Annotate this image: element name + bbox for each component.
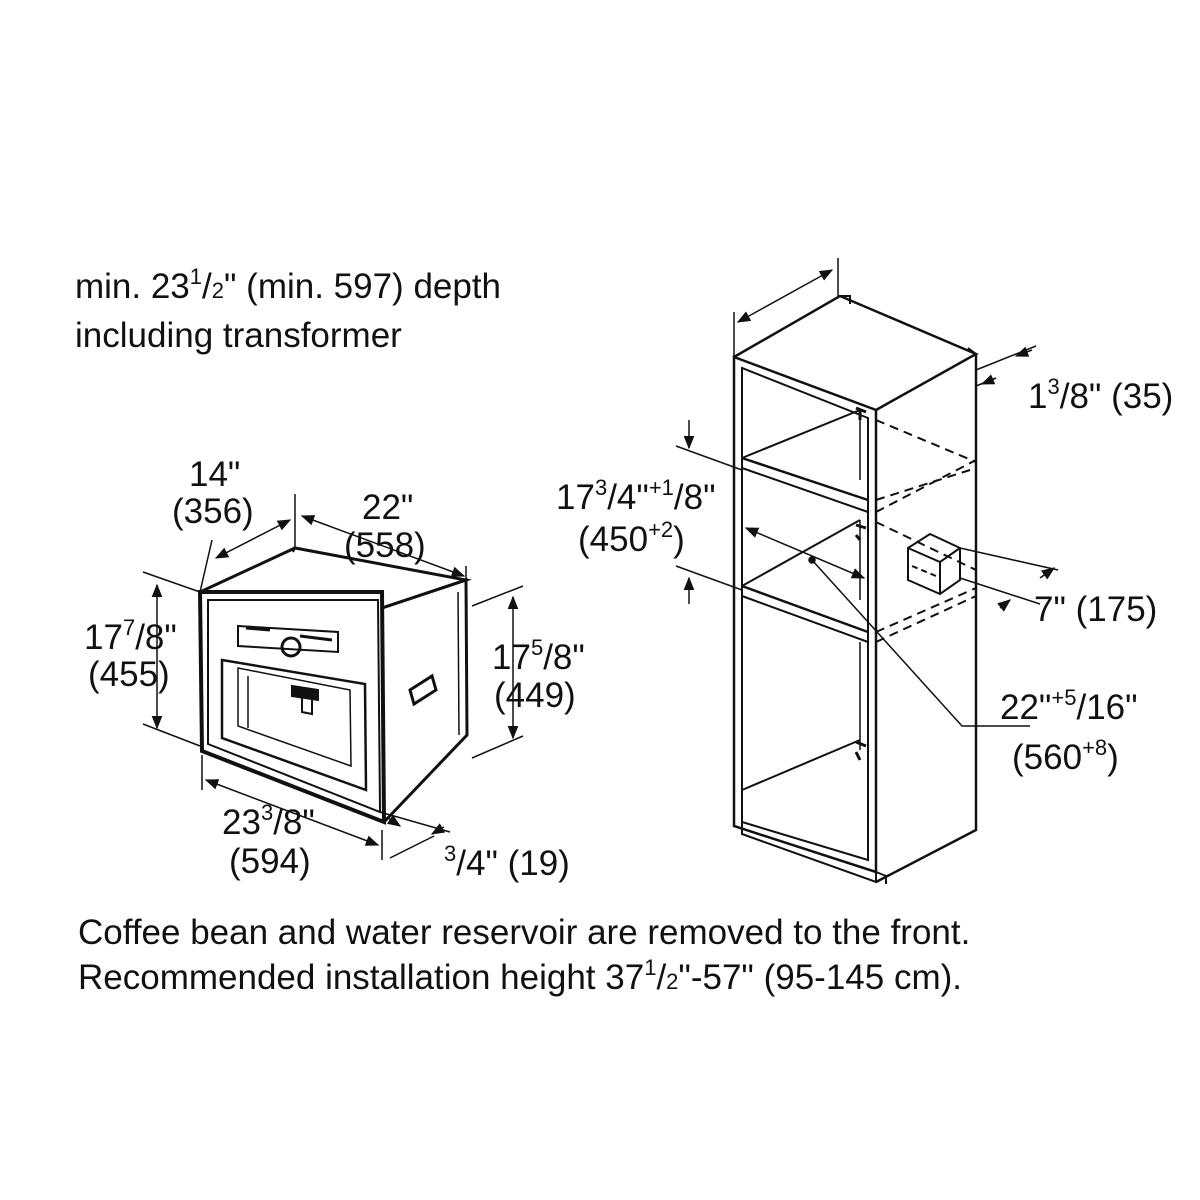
- niche-height-tol-den: 8": [683, 478, 716, 517]
- appliance-front-width-in: 233/8": [222, 802, 315, 842]
- bottom-note-line2: Recommended installation height 371/2"-5…: [78, 955, 970, 1004]
- front-depth-num: 3: [444, 841, 457, 866]
- bottom-note-slash: /: [656, 958, 667, 997]
- bottom-note-line1: Coffee bean and water reservoir are remo…: [78, 913, 971, 952]
- appliance-drawing: [197, 546, 472, 825]
- cabinet-top-offset: 13/8" (35): [1028, 376, 1174, 416]
- cabinet-niche-width-in: 22"+5/16": [1000, 687, 1138, 727]
- niche-height-mm-tol: +2: [648, 517, 674, 542]
- niche-width-whole: 22": [1000, 688, 1052, 727]
- cabinet-niche-height-mm: (450+2): [578, 519, 685, 559]
- bottom-note-text-a: Recommended installation height 37: [78, 958, 645, 997]
- niche-height-mm-close: ): [673, 520, 685, 559]
- cabinet-drawing: [732, 294, 979, 884]
- niche-width-tol-den: 16": [1086, 688, 1138, 727]
- niche-height-whole: 17: [556, 478, 595, 517]
- front-height-whole: 17: [84, 618, 123, 657]
- depth-note-line2: including transformer: [75, 316, 402, 355]
- niche-width-mm-value: (560: [1012, 738, 1083, 777]
- appliance-front-depth: 3/4" (19): [444, 843, 570, 883]
- front-width-den: 8": [282, 803, 315, 842]
- niche-height-slash: /: [607, 478, 617, 517]
- niche-height-tol-num: +1: [648, 475, 674, 500]
- depth-note-sup: 1: [189, 264, 203, 289]
- niche-height-mm-value: (450: [578, 520, 649, 559]
- body-height-slash: /: [543, 638, 553, 677]
- front-height-num: 7: [122, 615, 136, 640]
- appliance-front-height-mm: (455): [88, 655, 170, 694]
- depth-note-text-d: " (min. 597) depth: [224, 267, 502, 306]
- appliance-body-height-in: 175/8": [492, 637, 585, 677]
- niche-height-den: 4": [616, 478, 649, 517]
- depth-note-slash: /: [202, 267, 212, 306]
- appliance-front-width-mm: (594): [229, 842, 311, 881]
- niche-width-mm-close: ): [1107, 738, 1119, 777]
- front-height-slash: /: [135, 618, 145, 657]
- front-depth-rest: 4" (19): [465, 844, 570, 883]
- appliance-width-mm: (558): [344, 526, 426, 565]
- top-offset-slash: /: [1059, 377, 1070, 416]
- body-height-whole: 17: [492, 638, 531, 677]
- appliance-body-height-mm: (449): [494, 676, 576, 715]
- bottom-note-den: 2: [666, 969, 679, 994]
- front-width-slash: /: [273, 803, 283, 842]
- front-depth-slash: /: [456, 844, 466, 883]
- top-offset-rest: 8" (35): [1069, 377, 1174, 416]
- appliance-depth-in: 14": [189, 455, 241, 494]
- top-offset-whole: 1: [1028, 377, 1048, 416]
- depth-note-line1: min. 231/2" (min. 597) depth: [75, 264, 501, 313]
- appliance-width-in: 22": [362, 488, 414, 527]
- front-width-whole: 23: [222, 803, 261, 842]
- cabinet-transformer-offset: 7" (175): [1034, 590, 1158, 629]
- front-height-den: 8": [144, 618, 177, 657]
- niche-width-tol-num: +5: [1051, 685, 1077, 710]
- niche-height-tol-slash: /: [673, 478, 684, 517]
- bottom-note-text-d: "-57" (95-145 cm).: [678, 958, 962, 997]
- appliance-dimension-lines: [142, 494, 524, 860]
- appliance-front-height-in: 177/8": [84, 617, 177, 657]
- bottom-note-sup: 1: [644, 955, 657, 980]
- cabinet-dimension-lines: [675, 258, 1059, 727]
- niche-height-num: 3: [594, 475, 608, 500]
- bottom-notes: Coffee bean and water reservoir are remo…: [78, 910, 970, 1004]
- cabinet-niche-height-in: 173/4"+1/8": [556, 477, 716, 517]
- cabinet-hidden-edges: [875, 419, 977, 643]
- front-width-num: 3: [260, 800, 274, 825]
- niche-width-mm-tol: +8: [1082, 735, 1108, 760]
- transformer-drawing: [907, 532, 961, 596]
- niche-width-tol-slash: /: [1076, 688, 1087, 727]
- body-height-num: 5: [530, 635, 544, 660]
- depth-note-text-a: min. 23: [75, 267, 190, 306]
- cabinet-niche-width-mm: (560+8): [1012, 737, 1119, 777]
- depth-note: min. 231/2" (min. 597) depth including t…: [75, 264, 501, 358]
- top-offset-num: 3: [1047, 374, 1060, 399]
- depth-note-denominator: 2: [211, 278, 225, 303]
- appliance-depth-mm: (356): [172, 492, 254, 531]
- body-height-den: 8": [552, 638, 585, 677]
